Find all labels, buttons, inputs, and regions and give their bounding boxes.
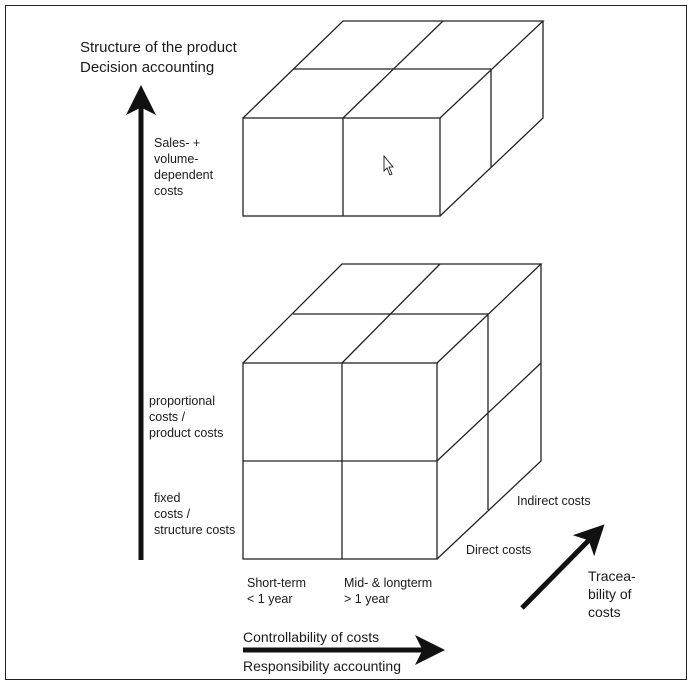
row-label-proportional: proportional costs / product costs <box>149 394 224 440</box>
y-axis-title-line1: Structure of the product <box>80 39 237 56</box>
row-label-fixed: fixed costs / structure costs <box>154 491 236 537</box>
frame-border <box>5 5 687 680</box>
row-label-sales-volume: Sales- + volume- dependent costs <box>154 136 214 198</box>
top-cube <box>242 20 545 217</box>
depth-label-direct: Direct costs <box>466 543 532 557</box>
diagonal-axis-arrow <box>520 524 605 610</box>
x-axis-title-line1: Controllability of costs <box>243 629 380 645</box>
z-axis-title: Tracea- bility of costs <box>588 568 636 620</box>
bottom-cube <box>242 263 543 560</box>
column-label-short-term: Short-term < 1 year <box>247 576 307 606</box>
x-axis-title-line2: Responsibility accounting <box>243 658 401 674</box>
depth-label-indirect: Indirect costs <box>517 494 591 508</box>
y-axis-title-line2: Decision accounting <box>80 59 215 76</box>
column-label-long-term: Mid- & longterm > 1 year <box>344 576 433 606</box>
mouse-cursor-icon <box>383 154 394 176</box>
